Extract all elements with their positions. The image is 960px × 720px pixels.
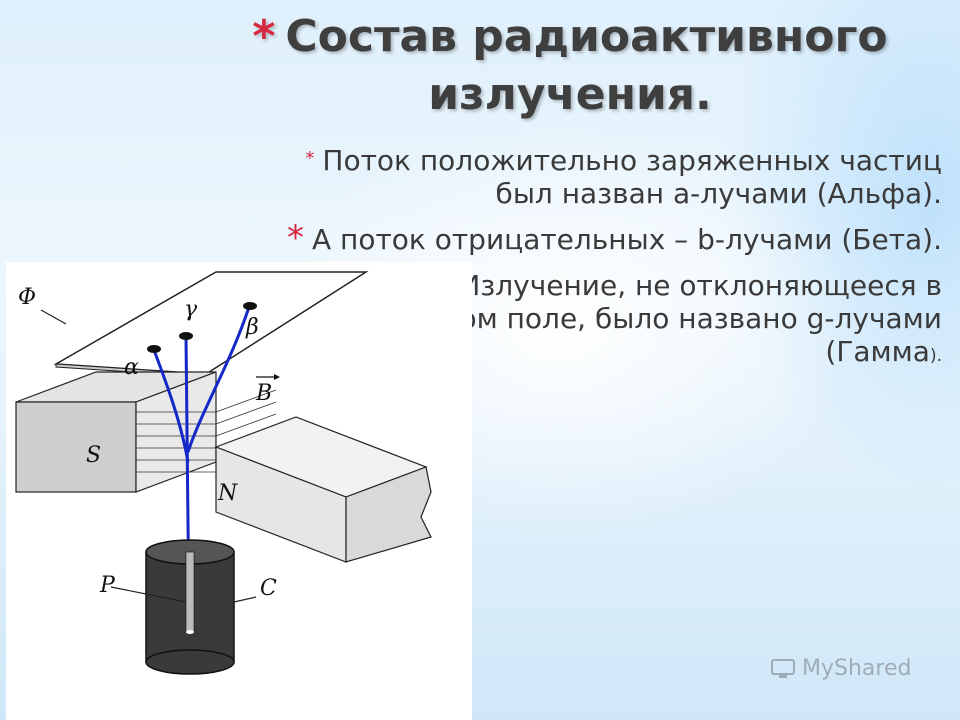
b-vector-arrowhead [274,374,280,380]
label-gamma: γ [184,297,198,322]
bullet-star-icon: * [286,218,304,258]
photo-plate [53,271,369,375]
bullet-star-icon: * [305,148,315,169]
radiation-diagram: Φ γ α β B S N P C [6,262,472,720]
title-line-1: *Состав радиоактивного [250,8,890,66]
beta-ray [186,306,251,453]
label-phi: Φ [18,285,36,310]
bullet-text: Поток положительно заряженных частиц был… [322,144,942,210]
alpha-ray [152,349,190,463]
label-p: P [99,573,116,598]
source-dot [186,630,194,634]
bullet-text: А поток отрицательных – b-лучами (Бета). [311,223,942,256]
diagram-svg: Φ γ α β B S N P C [15,271,432,675]
monitor-icon [771,658,795,678]
watermark-text: MyShared [802,656,912,681]
label-c: C [260,576,277,601]
bullet-beta: *А поток отрицательных – b-лучами (Бета)… [282,221,942,256]
beta-spot [243,302,257,310]
title-text-1: Состав радиоактивного [285,11,888,62]
magnet-n-end [345,466,432,563]
alpha-spot [147,345,161,353]
container-bottom [145,649,235,675]
bullet-text-tail: ). [929,346,942,366]
label-b-field: B [255,381,272,406]
watermark: MyShared [770,656,911,681]
gamma-spot [179,332,193,340]
slide-title: *Состав радиоактивного излучения. [250,8,890,124]
label-s: S [86,443,101,468]
label-n: N [217,481,238,506]
pointer-lines [40,309,257,603]
label-alpha: α [124,355,139,380]
label-beta: β [245,315,259,340]
bullet-alpha: * Поток положительно заряженных частиц бы… [282,142,942,210]
title-line-2: излучения. [428,69,712,120]
magnet-s-front [15,401,137,493]
source-channel [185,551,195,633]
title-star-icon: * [252,11,276,62]
